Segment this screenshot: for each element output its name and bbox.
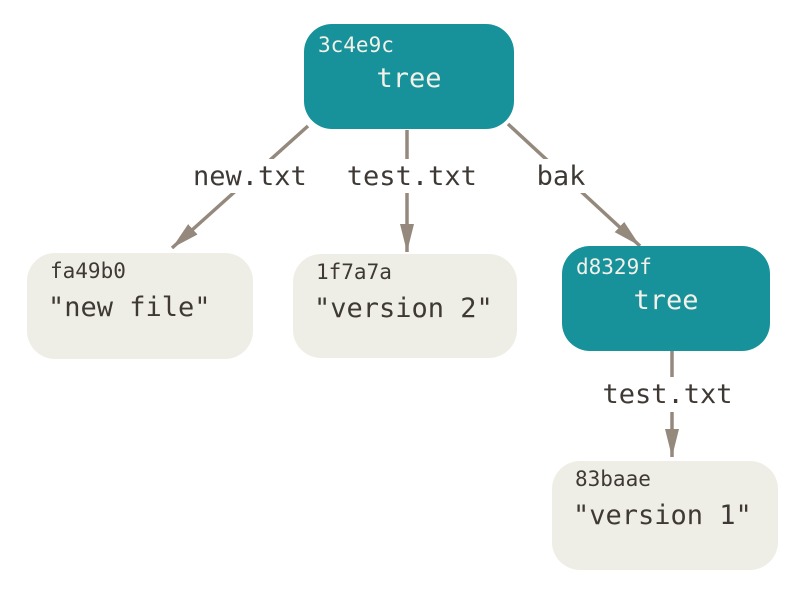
node-blob-fa49b0: fa49b0 "new file" xyxy=(27,253,253,359)
edge-label-subtree-test-txt: test.txt xyxy=(555,377,780,412)
edge-label-subtree-test-txt-text: test.txt xyxy=(602,379,733,410)
node-hash: 1f7a7a xyxy=(316,260,392,284)
node-label: "version 2" xyxy=(314,293,493,325)
edge-label-test-txt-root: test.txt xyxy=(346,160,477,192)
edge-label-bak: bak xyxy=(521,159,601,193)
node-hash: d8329f xyxy=(576,255,652,279)
edge-label-new-txt: new.txt xyxy=(193,160,307,192)
edge-label-bak-text: bak xyxy=(536,160,586,192)
edge-label-root-files: new.txt test.txt xyxy=(189,159,515,193)
node-hash: 3c4e9c xyxy=(318,33,394,57)
node-tree-d8329f: d8329f tree xyxy=(562,246,770,351)
node-label: "version 1" xyxy=(573,500,752,532)
node-label: tree xyxy=(633,285,699,317)
node-label: tree xyxy=(376,63,442,95)
node-hash: 83baae xyxy=(575,467,651,491)
node-blob-83baae: 83baae "version 1" xyxy=(552,461,778,570)
node-tree-3c4e9c: 3c4e9c tree xyxy=(304,24,514,129)
node-hash: fa49b0 xyxy=(50,259,126,283)
node-label: "new file" xyxy=(48,292,211,324)
node-blob-1f7a7a: 1f7a7a "version 2" xyxy=(293,254,517,358)
